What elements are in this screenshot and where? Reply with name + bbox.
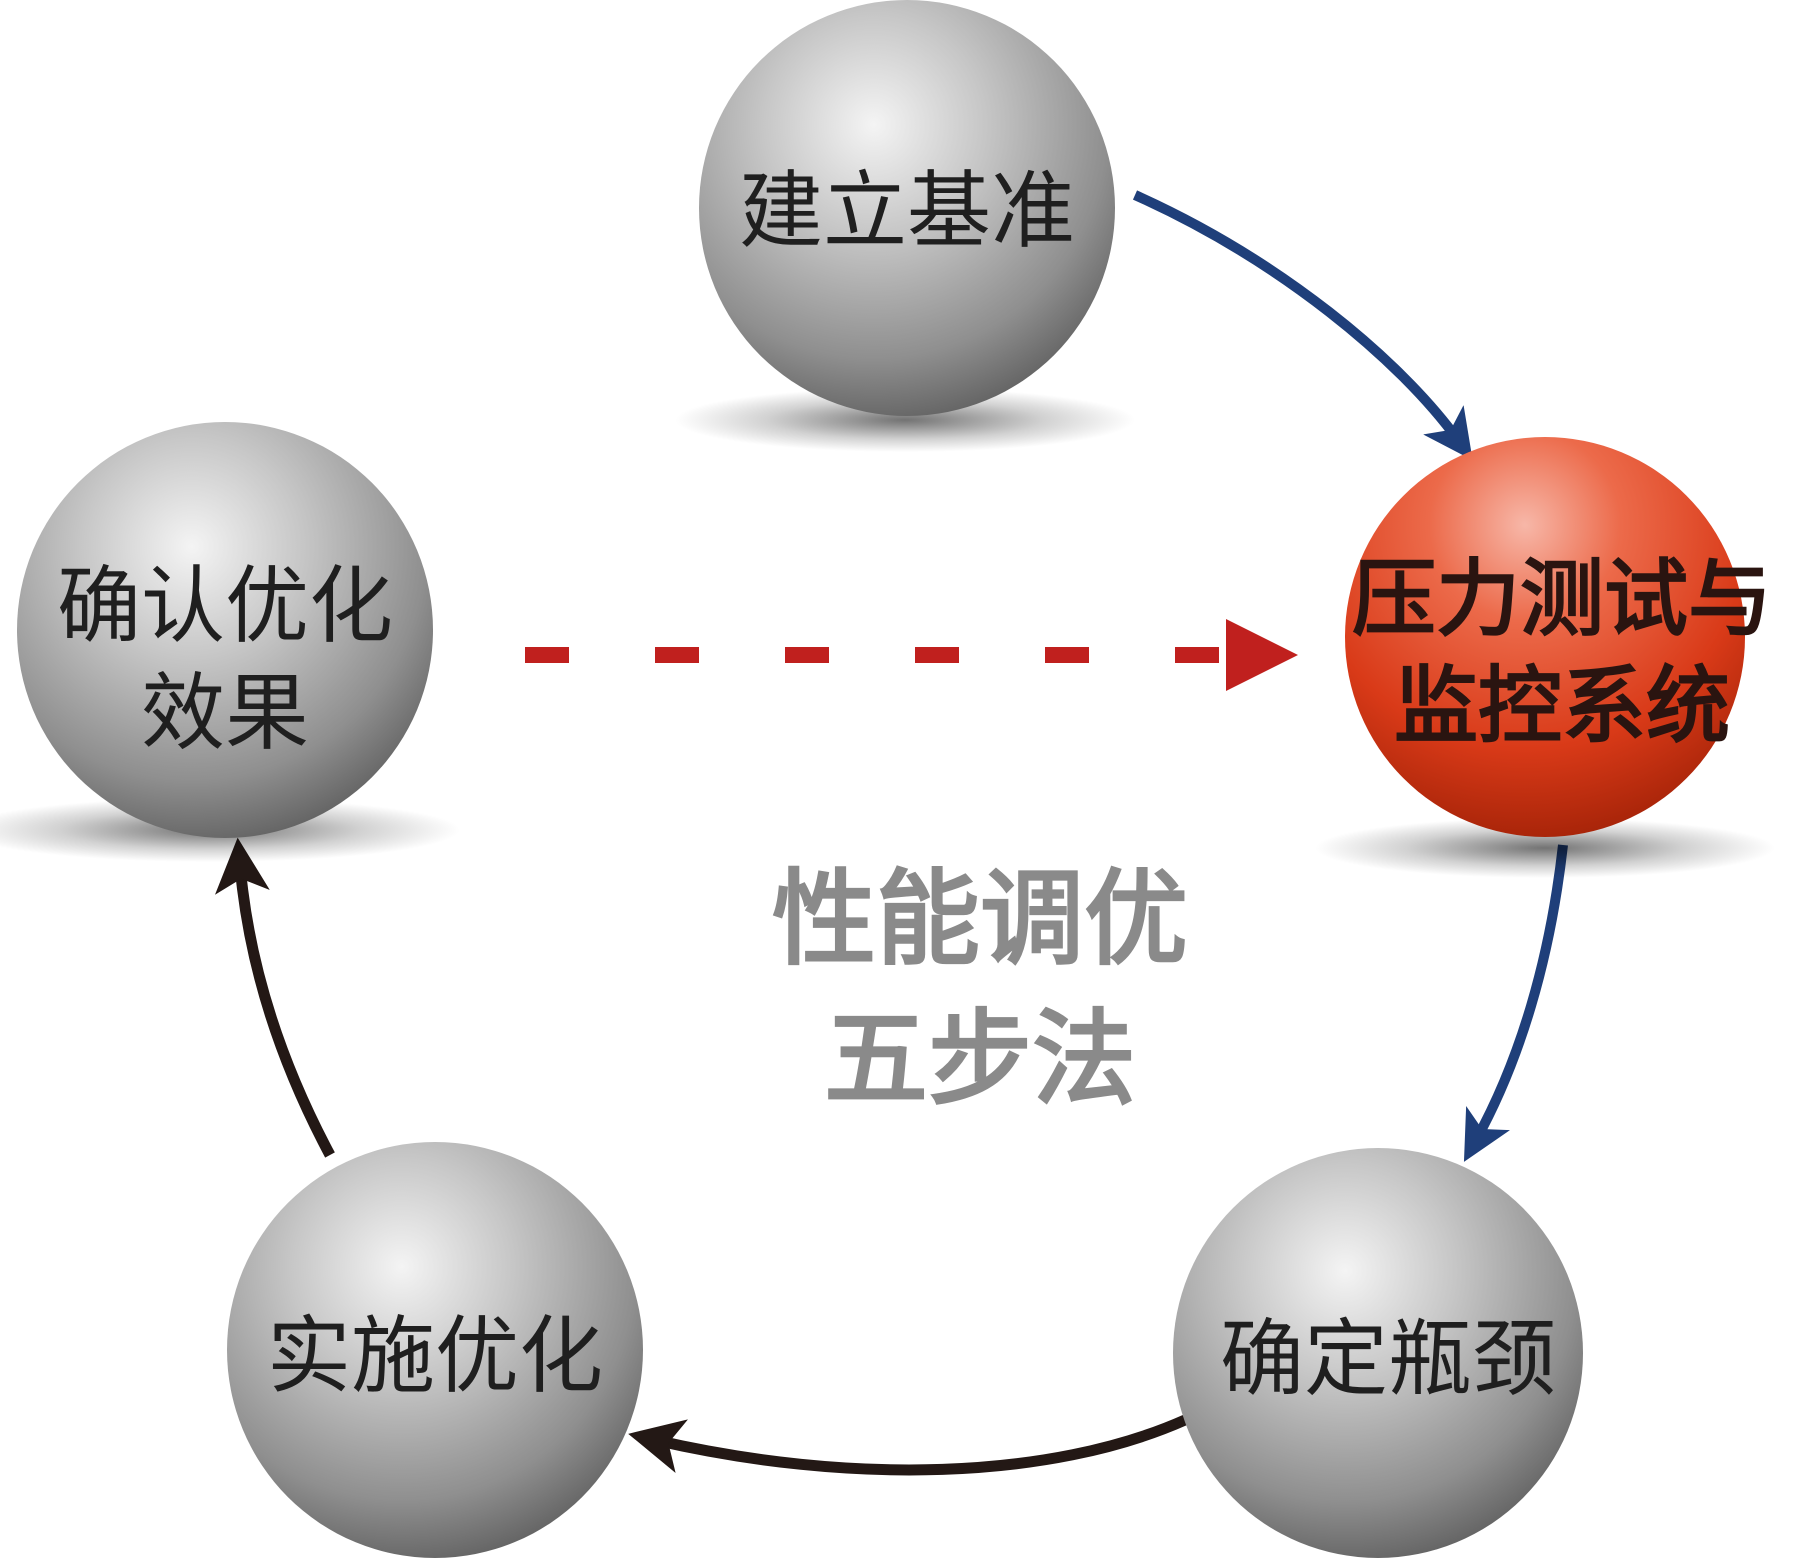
label-confirm-line1: 确认优化 [57, 557, 393, 655]
arrow-baseline-to-stress [1132, 190, 1473, 461]
node-baseline: 建立基准 [699, 0, 1115, 416]
sphere-stress [1345, 437, 1745, 837]
arrow-bottleneck-to-implement [628, 1414, 1188, 1476]
label-stress-line1: 压力测试与 [1352, 550, 1772, 648]
label-confirm-line2: 效果 [141, 664, 309, 762]
sphere-baseline [699, 0, 1115, 416]
sphere-bottleneck [1173, 1148, 1583, 1558]
label-implement-line1: 实施优化 [267, 1307, 603, 1405]
center-title-line2: 五步法 [824, 998, 1136, 1120]
label-stress-line2: 监控系统 [1394, 657, 1730, 755]
shadow-baseline [675, 388, 1135, 452]
node-bottleneck: 确定瓶颈 [1173, 1148, 1583, 1558]
label-bottleneck-line1: 确定瓶颈 [1220, 1310, 1556, 1408]
label-baseline-line1: 建立基准 [739, 162, 1075, 260]
node-stress: 压力测试与 监控系统 [1345, 437, 1772, 837]
arrow-implement-to-confirm [214, 837, 335, 1158]
node-confirm: 确认优化 效果 [17, 422, 433, 838]
sphere-implement [227, 1142, 643, 1558]
arrow-stress-to-bottleneck [1463, 844, 1568, 1162]
sphere-confirm [17, 422, 433, 838]
node-implement: 实施优化 [227, 1142, 643, 1558]
shadow-stress [1315, 818, 1775, 878]
center-title-line1: 性能调优 [772, 858, 1188, 980]
